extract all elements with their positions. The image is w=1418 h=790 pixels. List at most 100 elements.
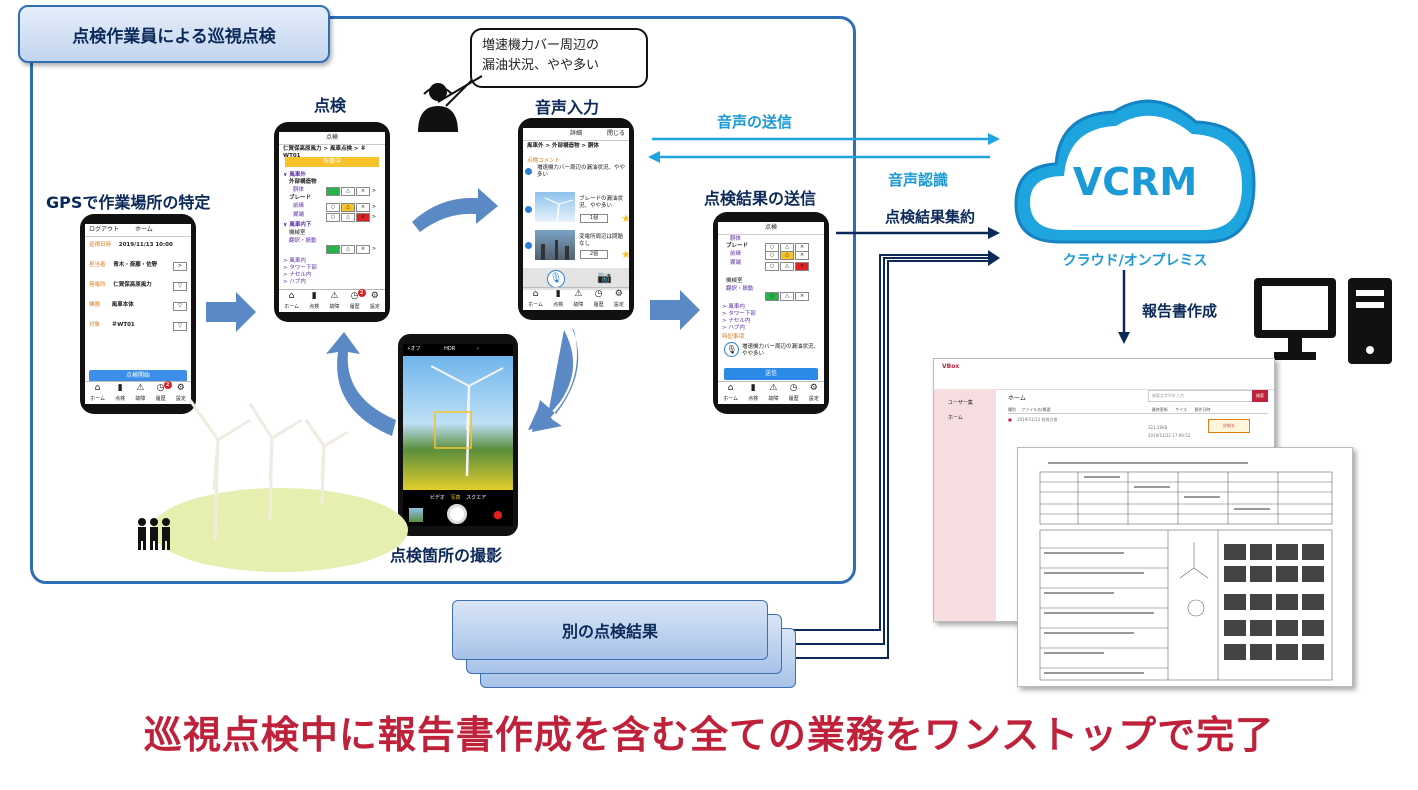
nav-settings[interactable]: ⚙設定: [808, 382, 819, 402]
tree-item[interactable]: 機械室: [726, 278, 743, 284]
chevron-icon[interactable]: ‹: [476, 346, 479, 352]
field-button[interactable]: ▽: [173, 282, 187, 291]
bottom-nav: ⌂ホーム ▮点検 ⚠故障 ◷履歴 ⚙設定: [523, 287, 629, 310]
field-value[interactable]: 2019/11/13 10:00: [118, 242, 173, 248]
field-button[interactable]: ▽: [173, 322, 187, 331]
nav-fault[interactable]: ⚠故障: [135, 382, 146, 402]
nav-inspection[interactable]: ▮点検: [115, 382, 126, 402]
shutter-button[interactable]: [447, 504, 467, 524]
nav-inspection[interactable]: ▮点検: [748, 382, 759, 402]
mode-photo[interactable]: 写真: [450, 495, 461, 501]
item-count[interactable]: 2個: [579, 250, 625, 259]
mark-row[interactable]: ○△×>: [325, 203, 381, 212]
start-inspection-button[interactable]: 点検開始: [89, 370, 187, 382]
tree-item[interactable]: > タワー下部: [283, 265, 317, 271]
tree-item[interactable]: 胴体: [293, 187, 305, 193]
tree-item[interactable]: > 風車内: [283, 258, 306, 264]
nav-fault[interactable]: ⚠故障: [329, 290, 340, 310]
sidebar-item[interactable]: ユーザー集: [948, 400, 973, 406]
tree-item[interactable]: ∨ 風車外: [283, 172, 306, 178]
search-input[interactable]: 検索文字列を入力: [1148, 390, 1253, 402]
mark-row[interactable]: ○△×: [764, 292, 820, 301]
phone-voice-input: 詳細 閉じる 風車外 > 外部構造物 > 胴体 点検コメント 増速機力バー周辺の…: [518, 118, 634, 320]
mark-row[interactable]: ○△×>: [325, 245, 381, 254]
field-value[interactable]: 仁賀保高原風力: [113, 282, 152, 288]
cloud-subtitle: クラウド/オンプレミス: [1062, 253, 1208, 269]
tree-item[interactable]: ブレード: [289, 195, 312, 201]
nav-settings[interactable]: ⚙設定: [613, 288, 624, 308]
nav-inspection[interactable]: ▮点検: [309, 290, 320, 310]
field-value[interactable]: 風車本体: [111, 302, 134, 308]
nav-home[interactable]: ⌂ホーム: [90, 382, 105, 402]
tree-item[interactable]: > ナセル内: [722, 318, 751, 324]
nav-fault[interactable]: ⚠故障: [573, 288, 584, 308]
tree-item[interactable]: > ハブ内: [722, 325, 745, 331]
tree-item[interactable]: > 風車内: [722, 304, 745, 310]
nav-settings[interactable]: ⚙設定: [175, 382, 186, 402]
tree-item[interactable]: 前縁: [730, 251, 742, 257]
nav-home[interactable]: ⌂ホーム: [528, 288, 543, 308]
nav-home[interactable]: ⌂ホーム: [723, 382, 738, 402]
tree-item[interactable]: 翼端: [730, 260, 742, 266]
tree-item[interactable]: 機械室: [289, 230, 306, 236]
speech-bubble: 増速機力バー周辺の 漏油状況、やや多い: [470, 28, 648, 88]
comment-text[interactable]: 増速機力バー周辺の漏油状況、やや多い: [537, 165, 626, 178]
nav-settings[interactable]: ⚙設定: [369, 290, 380, 310]
comment-text[interactable]: 増速機力バー周辺の漏油状況、やや多い: [742, 344, 820, 357]
nav-fault[interactable]: ⚠故障: [768, 382, 779, 402]
flash-icon[interactable]: ⚡: [407, 346, 411, 352]
field-label: 機器: [89, 302, 101, 308]
tree-item[interactable]: 胴体: [730, 236, 742, 242]
photo-thumbnail[interactable]: [535, 230, 575, 260]
row-action-button[interactable]: 詳細を: [1208, 419, 1250, 433]
field-value[interactable]: ＃WT01: [111, 322, 135, 328]
field-label: 巡視日時: [89, 242, 112, 248]
tree-item[interactable]: > ハブ内: [283, 279, 306, 285]
tree-item[interactable]: 翼端: [293, 212, 305, 218]
camera-icon[interactable]: 📷: [597, 270, 612, 284]
gallery-icon[interactable]: [409, 508, 423, 522]
check-icon: [525, 242, 532, 249]
tree-item[interactable]: 翻訳・振動: [289, 238, 317, 244]
hdr-toggle[interactable]: HDR: [444, 346, 456, 352]
tree-item[interactable]: 翻訳・振動: [726, 286, 754, 292]
mode-square[interactable]: スクエア: [466, 495, 487, 501]
tree-item[interactable]: > ナセル内: [283, 272, 312, 278]
mark-row[interactable]: ○△×>: [325, 213, 381, 222]
close-link[interactable]: 閉じる: [606, 130, 625, 137]
sidebar-item[interactable]: ホーム: [948, 415, 963, 421]
nav-history[interactable]: ◷履歴: [788, 382, 799, 402]
search-button[interactable]: 検索: [1252, 390, 1268, 402]
mark-row[interactable]: ○△×: [764, 262, 820, 271]
field-button[interactable]: ▽: [173, 302, 187, 311]
star-icon[interactable]: ★: [621, 212, 629, 225]
nav-inspection[interactable]: ▮点検: [553, 288, 564, 308]
frame-title: 点検作業員による巡視点検: [72, 26, 276, 47]
mark-row[interactable]: ○△×>: [325, 187, 381, 196]
field-value[interactable]: 青木・斎藤・佐野: [113, 262, 158, 268]
filter-icon[interactable]: ●: [493, 508, 503, 521]
field-button[interactable]: >: [173, 262, 187, 271]
tree-item[interactable]: ∨ 風車内下: [283, 222, 312, 228]
mark-row[interactable]: ○△×: [764, 251, 820, 260]
tree-item[interactable]: > タワー下部: [722, 311, 756, 317]
voice-send-label: 音声の送信: [717, 113, 793, 131]
tree-item[interactable]: ブレード: [726, 243, 749, 249]
nav-home[interactable]: ⌂ホーム: [284, 290, 299, 310]
microphone-icon[interactable]: 🎙: [724, 342, 739, 357]
nav-history[interactable]: ◷履歴: [593, 288, 604, 308]
tree-item[interactable]: 前縁: [293, 203, 305, 209]
camera-viewfinder[interactable]: [403, 356, 513, 490]
photo-thumbnail[interactable]: [535, 192, 575, 223]
send-button[interactable]: 送信: [724, 368, 818, 380]
table-row[interactable]: ■ 2019/11/13 巡視点検 321.26KB 2019/11/22 17…: [1008, 417, 1268, 438]
item-count[interactable]: 1個: [579, 214, 625, 223]
other-results-label: 別の点検結果: [561, 622, 658, 641]
tree-item[interactable]: 外部構造物: [289, 179, 317, 185]
star-icon[interactable]: ★: [621, 248, 629, 261]
item-text: ブレードの漏油状況、やや多い: [579, 196, 624, 209]
mode-video[interactable]: ビデオ: [429, 495, 445, 501]
logout-link[interactable]: ログアウト: [89, 226, 120, 233]
